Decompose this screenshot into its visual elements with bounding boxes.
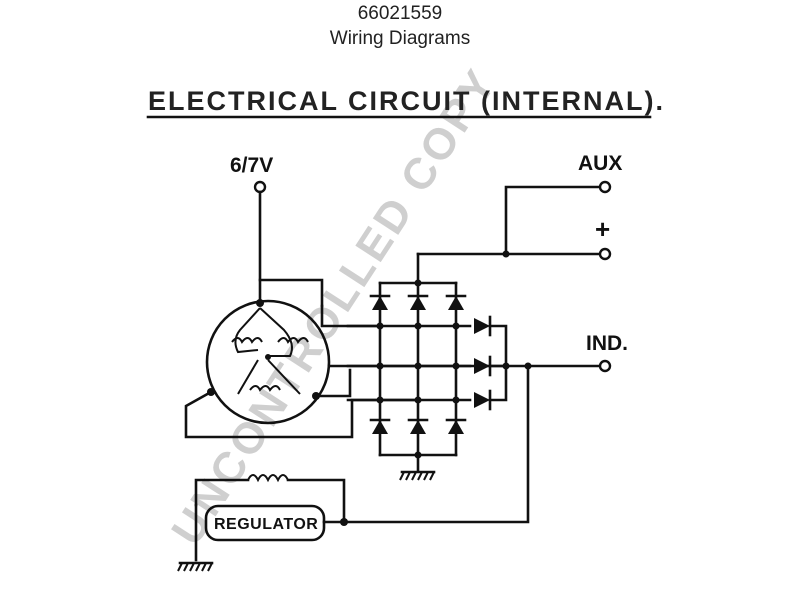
diode-icon — [448, 420, 464, 434]
coil-c-icon — [249, 385, 281, 392]
bridge-ground-icon — [399, 453, 436, 481]
junction — [414, 396, 422, 404]
terminal-label-6-7v: 6/7V — [230, 154, 273, 177]
junction — [452, 322, 460, 330]
terminal-ind[interactable] — [598, 359, 612, 373]
diode-icon — [474, 358, 490, 374]
junction — [502, 250, 510, 258]
rectifier-bridge — [346, 252, 492, 459]
diode-icon — [410, 296, 426, 310]
wire-ind-to-regulator — [342, 364, 530, 524]
terminal-label-ind: IND. — [586, 332, 628, 355]
diode-icon — [448, 296, 464, 310]
coil-a-icon — [231, 337, 263, 344]
junction — [414, 279, 422, 287]
part-number: 66021559 — [357, 3, 443, 24]
junction — [414, 322, 422, 330]
winding-a — [234, 307, 261, 354]
field-coil-icon — [194, 474, 346, 524]
page-subtitle: Wiring Diagrams — [329, 28, 471, 49]
stator-circle — [205, 299, 331, 425]
junction — [265, 354, 271, 360]
diode-icon — [372, 420, 388, 434]
junction — [502, 362, 510, 370]
junction — [376, 396, 384, 404]
diode-icon — [474, 318, 490, 334]
junction — [376, 362, 384, 370]
junction — [452, 396, 460, 404]
regulator-ground-icon — [177, 503, 214, 572]
terminal-positive[interactable] — [598, 247, 612, 261]
wire-top-branch — [258, 278, 324, 308]
regulator-label: REGULATOR — [214, 516, 318, 533]
wire-phase-3 — [314, 368, 352, 398]
junction — [414, 362, 422, 370]
diagram-title: ELECTRICAL CIRCUIT (INTERNAL). — [148, 86, 665, 116]
terminal-aux[interactable] — [598, 180, 612, 194]
diode-icon — [372, 296, 388, 310]
wire-diode-collector — [488, 324, 508, 402]
coil-b-icon — [277, 337, 309, 344]
terminal-6-7v[interactable] — [253, 180, 267, 194]
junction — [452, 362, 460, 370]
winding-b — [259, 307, 293, 357]
terminal-label-aux: AUX — [578, 152, 622, 175]
diode-icon — [410, 420, 426, 434]
winding-c — [237, 359, 301, 395]
wire-aux — [416, 185, 602, 256]
junction — [376, 322, 384, 330]
diode-icon — [474, 392, 490, 408]
terminal-label-positive: + — [595, 214, 610, 244]
